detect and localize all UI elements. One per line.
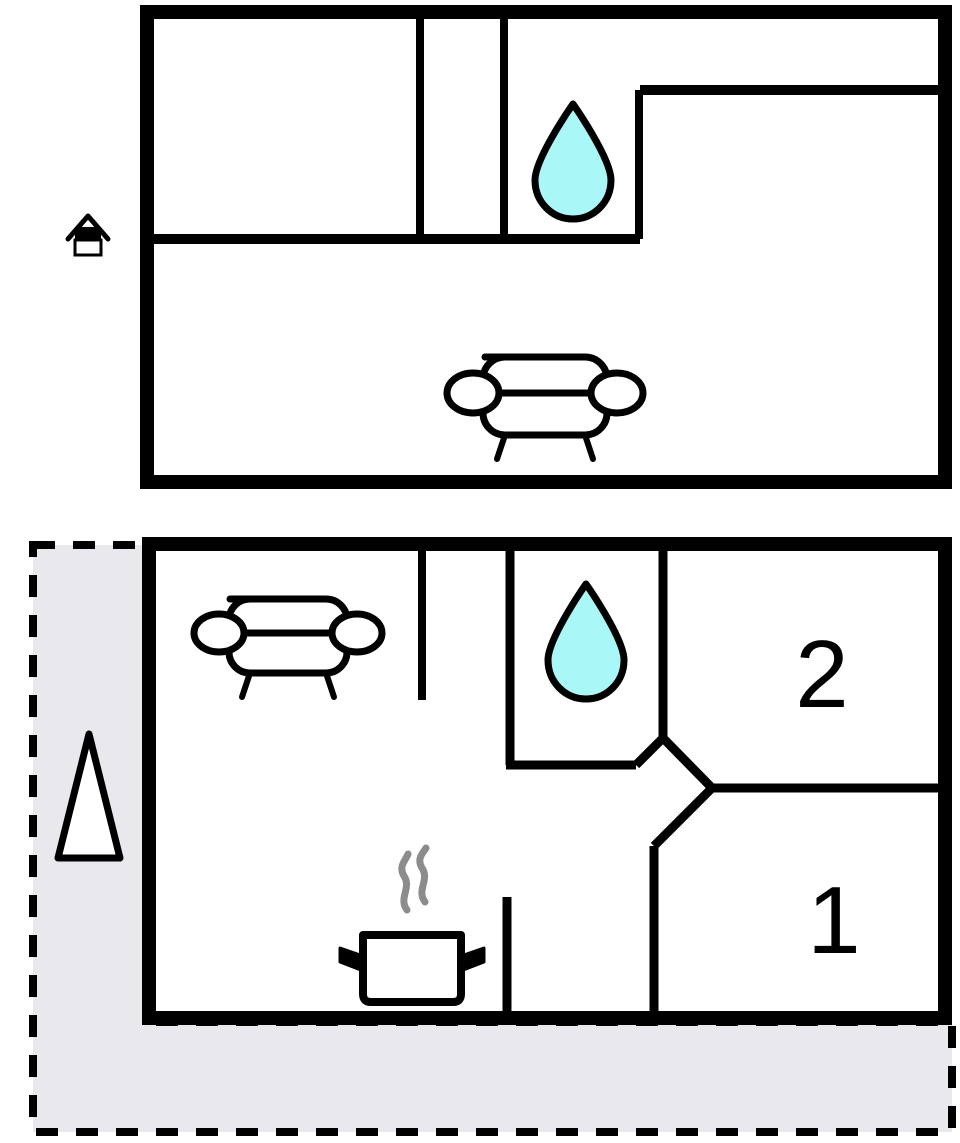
house-roof-shape xyxy=(65,213,111,242)
sofa-leg-right xyxy=(323,670,337,700)
house-icon xyxy=(65,213,111,257)
ground-floor-plan: 2 1 xyxy=(29,537,956,1136)
terrace-area xyxy=(29,541,956,1136)
room-number-2: 2 xyxy=(795,621,848,728)
sofa-arm-left xyxy=(190,610,248,656)
ground-wall-diagonal-upper-right xyxy=(659,734,716,792)
house-body-upper xyxy=(75,227,101,240)
pot-body xyxy=(359,931,465,1006)
sofa-leg-left xyxy=(494,432,508,462)
steam-wisp-right xyxy=(416,844,430,906)
parasol-icon xyxy=(54,730,124,862)
room-number-1: 1 xyxy=(807,867,860,974)
sofa-arm-right xyxy=(587,369,647,417)
sofa-seat xyxy=(225,629,351,677)
sofa-arm-left xyxy=(443,369,503,417)
house-body-lower xyxy=(73,238,103,257)
ground-wall-bathroom-diagonal xyxy=(632,734,667,769)
sofa-leg-right xyxy=(582,432,596,462)
sofa-icon xyxy=(190,595,386,700)
cooking-pot-icon xyxy=(338,844,486,1006)
sofa-leg-left xyxy=(239,670,253,700)
ground-wall-diagonal-lower-left xyxy=(650,784,716,850)
water-drop-shape xyxy=(544,580,628,703)
sofa-icon xyxy=(443,353,647,462)
parasol-shape xyxy=(54,730,124,862)
sofa-seat xyxy=(479,389,611,439)
water-drop-icon xyxy=(544,580,628,703)
water-drop-shape xyxy=(531,100,615,223)
steam-wisp-left xyxy=(398,850,412,914)
sofa-arm-right xyxy=(328,610,386,656)
water-drop-icon xyxy=(531,100,615,223)
upper-floor-plan xyxy=(140,5,952,489)
